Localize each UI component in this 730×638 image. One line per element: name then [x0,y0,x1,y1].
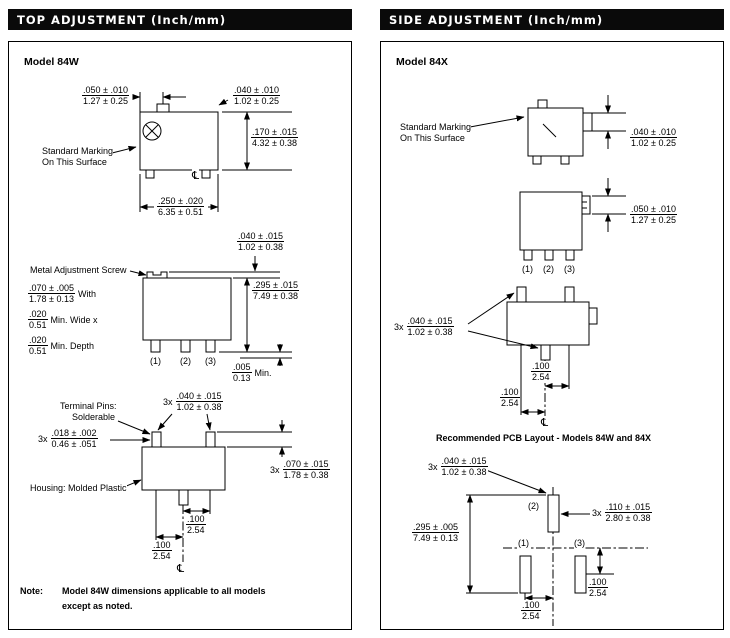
centerline-symbol: ℄ [192,169,200,182]
dim-prefix: 3x [592,507,602,518]
pin-3-label: (3) [205,356,216,367]
dim-suffix: With [77,288,96,299]
pin-1-label: (1) [150,356,161,367]
standard-marking-label-line1: Standard Marking [400,122,472,133]
centerline-symbol: ℄ [177,562,185,575]
panel-top-adjustment [8,41,352,630]
sideview1-84x-drawing [469,95,626,165]
note-text-line2: except as noted. [62,601,133,612]
note-text-line1: Model 84W dimensions applicable to all m… [62,586,266,597]
header-side-adjustment: SIDE ADJUSTMENT (Inch/mm) [380,9,724,30]
sideview2-84x-drawing [519,178,626,261]
pin-2-label: (2) [180,356,191,367]
pin-2-label: (2) [543,264,554,275]
pcb-layout-title: Recommended PCB Layout - Models 84W and … [436,433,652,444]
standard-marking-label-line2: On This Surface [400,133,465,144]
topview-84w-drawing [111,92,292,212]
pcb-layout-drawing [466,469,648,626]
note-label: Note: [20,586,43,597]
pad-2-label: (2) [528,501,539,512]
dim-suffix: Min. Depth [50,340,95,351]
model-84w-label: Model 84W [24,56,79,69]
dim-suffix: Min. Wide x [50,314,98,325]
dim-suffix: Min. [254,367,272,378]
dim-prefix: 3x [394,321,404,332]
housing-label: Housing: Molded Plastic [30,483,127,494]
pin-3-label: (3) [564,264,575,275]
pad-1-label: (1) [518,538,529,549]
standard-marking-label-line1: Standard Marking [42,146,114,157]
standard-marking-label-line2: On This Surface [42,157,107,168]
frontview-84w-drawing [129,256,292,366]
dim-prefix: 3x [38,433,48,444]
header-top-adjustment: TOP ADJUSTMENT (Inch/mm) [8,9,352,30]
bottomview-84x-drawing [467,286,598,416]
terminal-pins-label-line2: Solderable [72,412,116,423]
pin-1-label: (1) [522,264,533,275]
bottomview-84w-drawing [110,413,292,564]
panel-side-adjustment [380,41,724,630]
terminal-pins-label-line1: Terminal Pins: [60,401,117,412]
dim-prefix: 3x [270,464,280,475]
metal-adjustment-screw-label: Metal Adjustment Screw [30,265,127,276]
pad-3-label: (3) [574,538,585,549]
dim-prefix: 3x [428,461,438,472]
model-84x-label: Model 84X [396,56,448,69]
centerline-symbol: ℄ [541,416,549,429]
dim-prefix: 3x [163,396,173,407]
